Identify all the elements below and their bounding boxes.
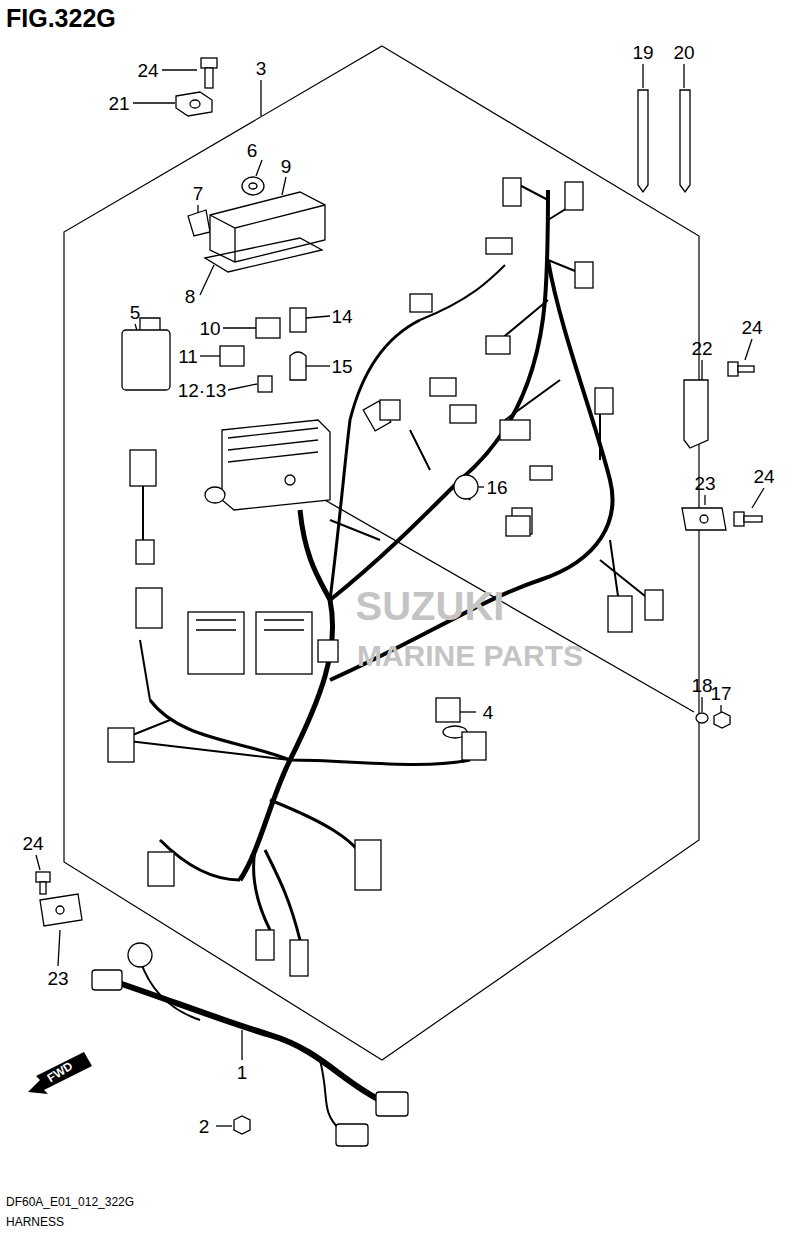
callout-number: 5 xyxy=(130,303,141,322)
callout-number: 12·13 xyxy=(178,381,227,400)
callout-number: 24 xyxy=(741,318,762,337)
callout-number: 24 xyxy=(22,834,43,853)
watermark: MARINE PARTS xyxy=(357,641,583,671)
callout-number: 11 xyxy=(178,347,198,366)
callout-number: 24 xyxy=(753,467,774,486)
watermark: SUZUKI xyxy=(356,586,505,626)
callout-number: 17 xyxy=(710,684,731,703)
callout-number: 23 xyxy=(694,474,715,493)
callout-number: 6 xyxy=(247,141,258,160)
callout-number: 20 xyxy=(673,43,694,62)
callout-number: 22 xyxy=(691,339,712,358)
figure-code: DF60A_E01_012_322G xyxy=(6,1196,134,1208)
callout-number: 18 xyxy=(691,676,712,695)
figure-title: FIG.322G xyxy=(6,6,116,31)
callout-number: 3 xyxy=(256,59,267,78)
callout-number: 7 xyxy=(193,184,204,203)
figure-name: HARNESS xyxy=(6,1216,64,1228)
callout-number: 2 xyxy=(199,1117,210,1136)
callout-number: 1 xyxy=(237,1063,248,1082)
callout-number: 8 xyxy=(185,287,196,306)
callout-number: 4 xyxy=(483,703,494,722)
callout-number: 21 xyxy=(108,94,129,113)
callout-number: 16 xyxy=(486,478,507,497)
callout-number: 10 xyxy=(199,319,220,338)
callout-number: 23 xyxy=(47,969,68,988)
callout-number: 15 xyxy=(331,357,352,376)
callout-number: 14 xyxy=(331,307,352,326)
callout-number: 9 xyxy=(281,157,292,176)
callout-number: 19 xyxy=(632,43,653,62)
callout-number: 24 xyxy=(137,61,158,80)
